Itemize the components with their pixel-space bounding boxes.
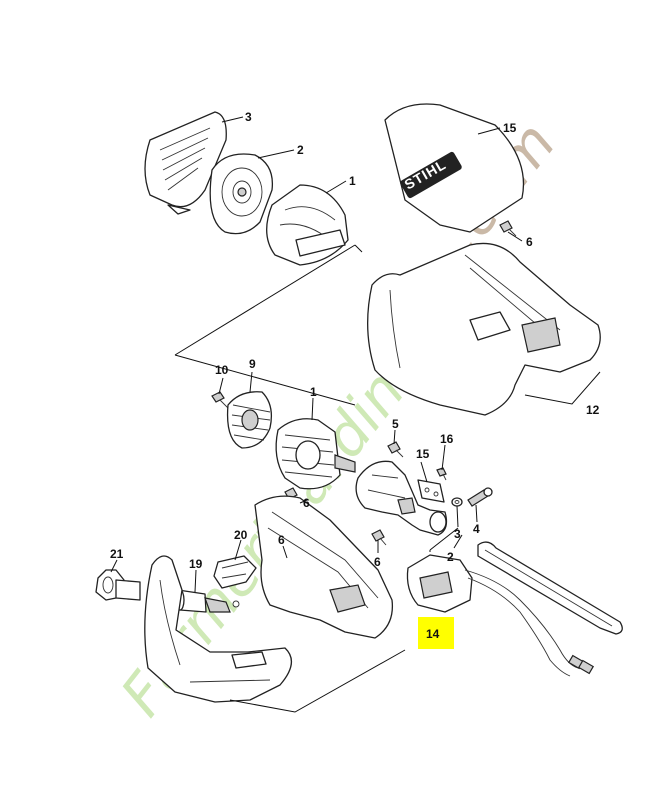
callout-5[interactable]: 5 xyxy=(392,417,399,431)
callout-6-top[interactable]: 6 xyxy=(526,235,533,249)
part-20-spring[interactable] xyxy=(213,555,257,589)
part-15-plate[interactable] xyxy=(417,479,445,503)
part-6-screw-top-right[interactable] xyxy=(499,220,517,237)
callout-9[interactable]: 1 xyxy=(349,174,356,188)
part-16-screw[interactable] xyxy=(436,467,447,481)
callout-17[interactable]: 15 xyxy=(503,121,517,135)
part-3-washer[interactable] xyxy=(451,497,463,507)
callout-11[interactable]: 3 xyxy=(245,110,252,124)
part-11-fan-cover[interactable] xyxy=(144,111,227,215)
part-gearbox-housing[interactable] xyxy=(355,460,448,536)
part-17-top-cover[interactable]: STIHL xyxy=(384,103,525,233)
part-21-fitting[interactable] xyxy=(95,569,141,601)
callout-10[interactable]: 2 xyxy=(297,143,304,157)
callout-21[interactable]: 21 xyxy=(110,547,124,561)
part-4-bolt[interactable] xyxy=(467,487,493,507)
callout-16[interactable]: 16 xyxy=(440,432,454,446)
callout-8[interactable]: 10 xyxy=(215,363,229,377)
part-1-motor[interactable] xyxy=(275,418,356,490)
group-bracket-top-left xyxy=(174,244,363,406)
part-8-screw[interactable] xyxy=(211,391,229,409)
group-bracket-middle xyxy=(429,527,459,552)
callout-15[interactable]: 15 xyxy=(416,447,430,461)
group-bracket-bottom xyxy=(229,649,406,713)
callout-6-lower[interactable]: 6 xyxy=(374,555,381,569)
part-6-screw-lower[interactable] xyxy=(371,529,387,546)
part-14-switch[interactable] xyxy=(406,554,595,677)
callout-12[interactable]: 12 xyxy=(586,403,600,417)
part-5-screw[interactable] xyxy=(387,441,404,458)
callout-14-highlight xyxy=(418,617,454,649)
callout-14[interactable]: 14 xyxy=(426,627,440,641)
callout-6-middle[interactable]: 6 xyxy=(303,496,310,510)
callout-6-bottom[interactable]: 6 xyxy=(278,533,285,547)
callout-labels: 3 2 1 15 6 12 10 9 1 5 16 15 3 4 2 6 6 1… xyxy=(110,110,600,641)
part-handle-housing-lower[interactable] xyxy=(254,495,394,639)
callout-20[interactable]: 20 xyxy=(234,528,248,542)
leader-lines xyxy=(110,116,523,593)
part-7-rotor[interactable] xyxy=(226,391,273,449)
part-handle-grip-lower[interactable] xyxy=(144,555,292,703)
group-bracket-right xyxy=(524,371,601,405)
part-12-handle-housing-half[interactable] xyxy=(367,242,601,416)
part-2-shaft[interactable] xyxy=(477,541,623,635)
callout-1[interactable]: 1 xyxy=(310,385,317,399)
callout-3[interactable]: 3 xyxy=(454,527,461,541)
callout-2[interactable]: 2 xyxy=(447,550,454,564)
callout-7[interactable]: 9 xyxy=(249,357,256,371)
part-9-fan-housing[interactable] xyxy=(266,184,349,266)
part-10-rotor-plate[interactable] xyxy=(209,153,274,235)
callout-4[interactable]: 4 xyxy=(473,522,480,536)
callout-19[interactable]: 19 xyxy=(189,557,203,571)
